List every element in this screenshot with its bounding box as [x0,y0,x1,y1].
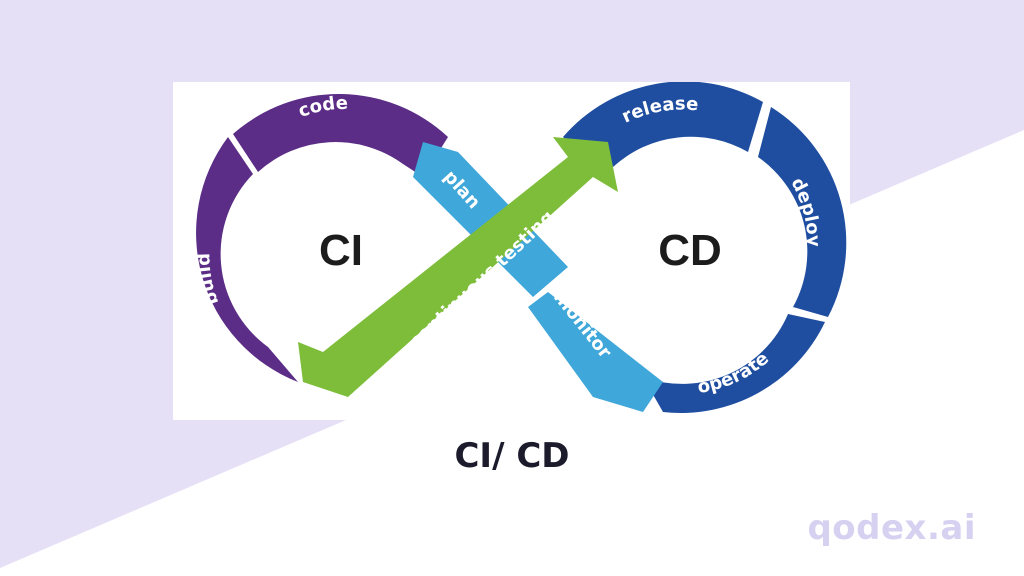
infinity-loop-graphic: code build plan continuous testing relea… [193,82,847,413]
monitor-segment [528,292,663,412]
cd-hub-label: CD [658,226,722,275]
build-segment [196,137,298,382]
diagram-caption: CI/ CD [454,436,570,476]
continuous-testing-arrow [298,137,618,397]
code-segment [233,93,448,177]
ci-hub-label: CI [319,226,363,275]
release-segment [563,82,763,177]
ci-cd-infinity-diagram: code build plan continuous testing relea… [173,82,850,420]
brand-logo: qodex.ai [807,508,976,548]
operate-segment [643,314,825,413]
deploy-segment [758,107,847,317]
